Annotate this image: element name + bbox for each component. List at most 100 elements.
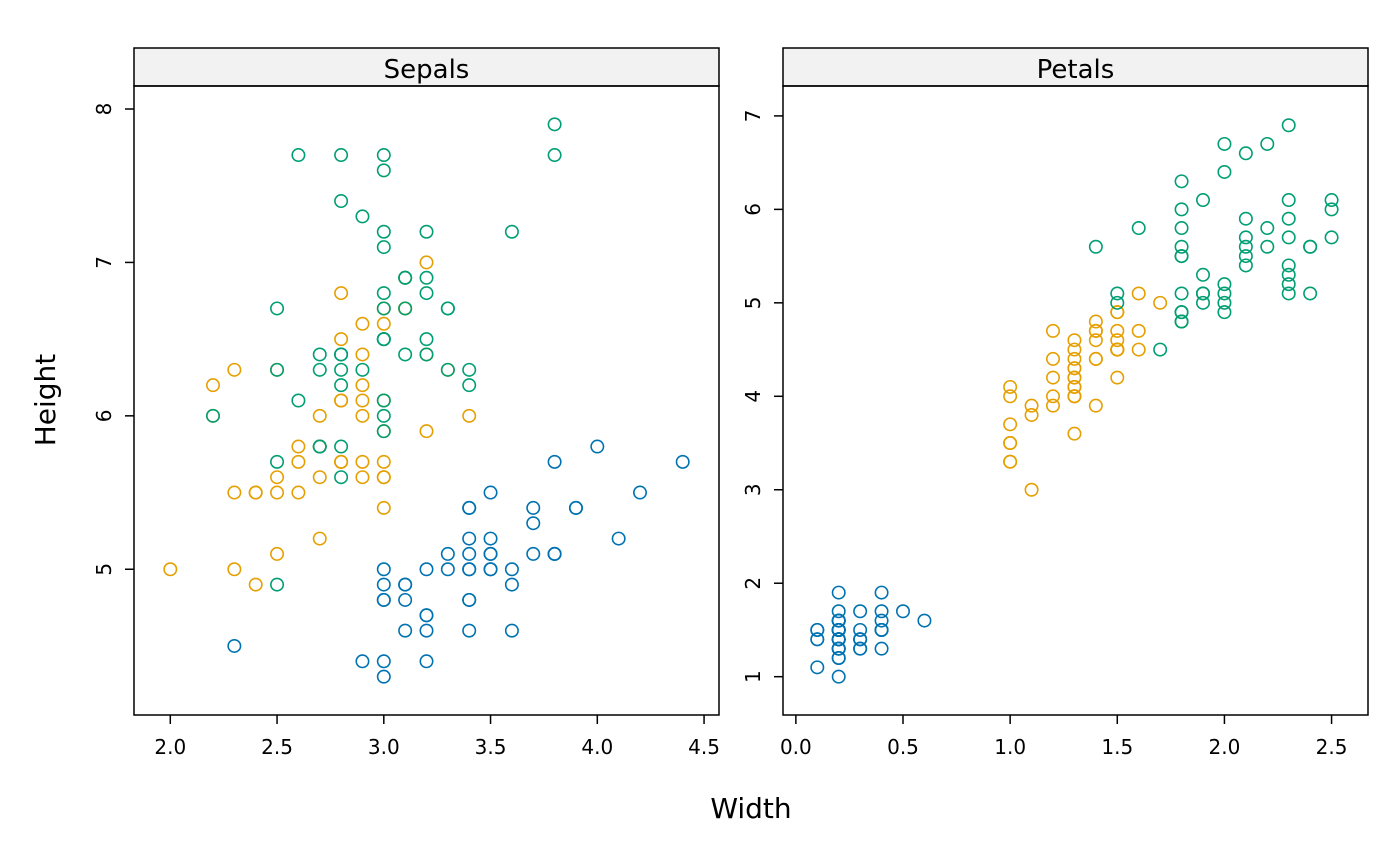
data-point bbox=[526, 516, 541, 531]
data-point bbox=[334, 454, 349, 469]
data-point bbox=[810, 622, 825, 637]
data-point bbox=[376, 224, 391, 239]
data-point bbox=[1281, 193, 1296, 208]
data-point bbox=[1217, 136, 1232, 151]
data-point bbox=[1110, 295, 1125, 310]
data-point bbox=[831, 604, 846, 619]
data-point bbox=[270, 485, 285, 500]
data-point bbox=[270, 546, 285, 561]
x-tick-label: 4.5 bbox=[688, 735, 720, 759]
data-point bbox=[334, 378, 349, 393]
data-point bbox=[419, 623, 434, 638]
data-point bbox=[419, 270, 434, 285]
data-point bbox=[1217, 295, 1232, 310]
x-tick-label: 3.5 bbox=[475, 735, 507, 759]
y-tick-label: 2 bbox=[741, 577, 765, 590]
data-point bbox=[568, 500, 583, 515]
data-point bbox=[831, 650, 846, 665]
data-point bbox=[462, 592, 477, 607]
series-virginica bbox=[205, 117, 562, 592]
data-point bbox=[895, 604, 910, 619]
data-point bbox=[376, 408, 391, 423]
data-point bbox=[1088, 323, 1103, 338]
data-point bbox=[1088, 239, 1103, 254]
data-point bbox=[547, 148, 562, 163]
data-point bbox=[419, 224, 434, 239]
series-virginica bbox=[1088, 118, 1339, 357]
x-tick-label: 4.0 bbox=[581, 735, 613, 759]
data-point bbox=[462, 562, 477, 577]
data-point bbox=[1238, 258, 1253, 273]
data-point bbox=[831, 669, 846, 684]
data-point bbox=[462, 378, 477, 393]
data-point bbox=[504, 623, 519, 638]
data-point bbox=[355, 408, 370, 423]
data-point bbox=[227, 485, 242, 500]
data-point bbox=[462, 623, 477, 638]
data-point bbox=[1281, 258, 1296, 273]
data-point bbox=[376, 301, 391, 316]
x-tick-label: 2.5 bbox=[1316, 735, 1348, 759]
data-point bbox=[874, 613, 889, 628]
data-point bbox=[874, 585, 889, 600]
data-point bbox=[1260, 221, 1275, 236]
data-point bbox=[1260, 136, 1275, 151]
data-point bbox=[1281, 267, 1296, 282]
data-point bbox=[1174, 221, 1189, 236]
data-point bbox=[376, 470, 391, 485]
data-point bbox=[1046, 398, 1061, 413]
data-point bbox=[376, 240, 391, 255]
y-axis-label: Height bbox=[29, 354, 62, 447]
panel-title: Sepals bbox=[384, 55, 470, 85]
data-point bbox=[526, 546, 541, 561]
data-point bbox=[526, 500, 541, 515]
series-versicolor bbox=[1003, 286, 1189, 497]
data-point bbox=[419, 562, 434, 577]
data-point bbox=[312, 362, 327, 377]
data-point bbox=[376, 562, 391, 577]
data-point bbox=[270, 577, 285, 592]
data-point bbox=[376, 454, 391, 469]
data-point bbox=[1067, 333, 1082, 348]
data-point bbox=[291, 393, 306, 408]
data-point bbox=[1067, 426, 1082, 441]
data-point bbox=[1088, 333, 1103, 348]
data-point bbox=[376, 669, 391, 684]
data-point bbox=[547, 546, 562, 561]
data-point bbox=[376, 500, 391, 515]
x-tick-label: 1.0 bbox=[994, 735, 1026, 759]
y-tick-label: 7 bbox=[92, 256, 116, 269]
data-point bbox=[1238, 230, 1253, 245]
data-point bbox=[853, 604, 868, 619]
y-tick-label: 3 bbox=[741, 483, 765, 496]
data-point bbox=[270, 301, 285, 316]
data-point bbox=[1174, 305, 1189, 320]
y-tick-label: 5 bbox=[741, 296, 765, 309]
data-point bbox=[163, 562, 178, 577]
data-point bbox=[1003, 436, 1018, 451]
data-point bbox=[1110, 370, 1125, 385]
y-tick-label: 8 bbox=[92, 103, 116, 116]
data-point bbox=[547, 454, 562, 469]
data-point bbox=[227, 638, 242, 653]
data-point bbox=[1303, 239, 1318, 254]
data-point bbox=[874, 604, 889, 619]
x-tick-label: 0.5 bbox=[887, 735, 919, 759]
data-point bbox=[355, 654, 370, 669]
data-point bbox=[1088, 351, 1103, 366]
data-point bbox=[874, 641, 889, 656]
data-point bbox=[1174, 202, 1189, 217]
panel-frame bbox=[782, 85, 1369, 716]
data-point bbox=[1067, 342, 1082, 357]
data-point bbox=[1046, 389, 1061, 404]
x-tick-label: 1.5 bbox=[1101, 735, 1133, 759]
data-point bbox=[1067, 389, 1082, 404]
data-point bbox=[1174, 249, 1189, 264]
data-point bbox=[419, 286, 434, 301]
data-point bbox=[1067, 370, 1082, 385]
data-point bbox=[1110, 342, 1125, 357]
panel-strip bbox=[133, 47, 720, 87]
data-point bbox=[270, 454, 285, 469]
data-point bbox=[227, 362, 242, 377]
